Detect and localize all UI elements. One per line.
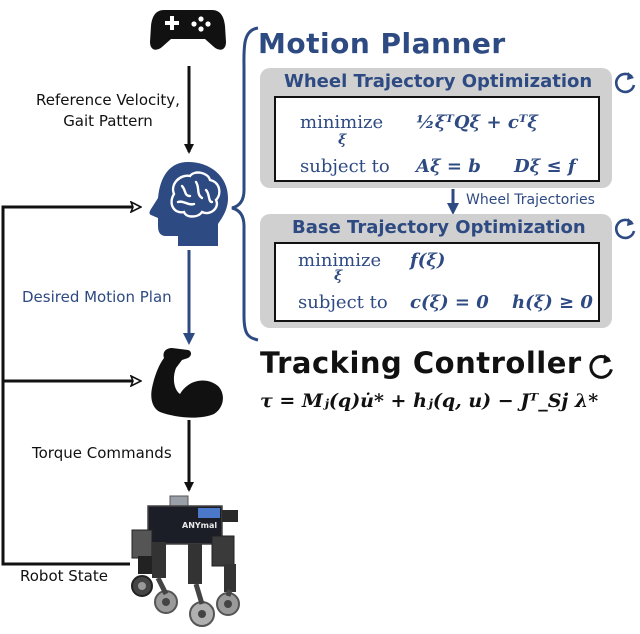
base-optimization-equation-box: minimize ξ f(ξ) subject to c(ξ) = 0 h(ξ)… [274,242,600,322]
reference-velocity-label: Reference Velocity, Gait Pattern [36,91,180,130]
refresh-icon [614,218,636,240]
base-minimize-label: minimize [298,250,382,271]
motion-planner-title: Motion Planner [258,27,506,60]
base-optimization-panel: Base Trajectory Optimization minimize ξ … [260,214,612,328]
wheel-constraint-inequality: Dξ ≤ f [514,156,576,177]
wheel-minimize-label: minimize [300,112,384,133]
base-constraint-equality: c(ξ) = 0 [410,292,489,313]
tracking-controller-equation: τ = Mⱼ(q)u̇* + hⱼ(q, u) − Jᵀ_Sj λ* [260,390,599,412]
brain-head-icon [149,162,228,246]
torque-commands-label: Torque Commands [32,444,172,462]
wheel-trajectories-label: Wheel Trajectories [466,192,595,208]
base-optimization-title: Base Trajectory Optimization [292,217,586,238]
refresh-icon [614,72,636,94]
robot-logo: ANYmal [182,521,217,530]
tracking-controller-title: Tracking Controller [260,346,582,380]
wheel-optimization-title: Wheel Trajectory Optimization [284,71,593,92]
refresh-icon [589,354,613,379]
wheel-constraint-equality: Aξ = b [416,156,481,177]
wheel-optimization-panel: Wheel Trajectory Optimization minimize ξ… [260,68,612,188]
wheel-minimize-var: ξ [338,132,347,148]
planner-brace [231,26,259,342]
wheel-subject-to-label: subject to [300,156,390,177]
base-objective: f(ξ) [410,250,446,271]
base-constraint-inequality: h(ξ) ≥ 0 [512,292,593,313]
flexed-arm-icon [151,348,223,418]
feedback-line [1,207,140,566]
base-subject-to-label: subject to [298,292,388,313]
robot-image: ANYmal [131,495,240,627]
gamepad-icon [150,10,226,50]
wheel-objective: ½ξᵀQξ + cᵀξ [416,112,538,133]
wheel-optimization-equation-box: minimize ξ ½ξᵀQξ + cᵀξ subject to Aξ = b… [274,96,600,182]
base-minimize-var: ξ [334,268,343,284]
desired-motion-plan-label: Desired Motion Plan [22,288,172,306]
robot-state-label: Robot State [20,567,108,585]
